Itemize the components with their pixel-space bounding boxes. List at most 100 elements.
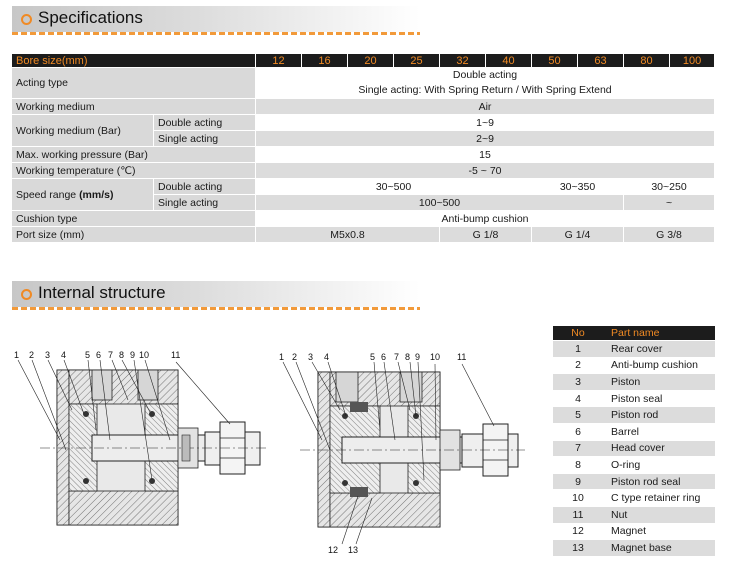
double-acting-label: Double acting <box>154 115 257 131</box>
callout-label: 9 <box>415 352 420 362</box>
cushion-label: Cushion type <box>12 211 257 227</box>
part-name-header: Part name <box>603 326 715 341</box>
bore-cell: 25 <box>394 54 441 68</box>
callout-label: 5 <box>85 350 90 360</box>
part-no: 2 <box>553 358 603 375</box>
callout-label: 6 <box>381 352 386 362</box>
part-no: 1 <box>553 341 603 358</box>
internal-structure-title: Internal structure <box>38 283 166 302</box>
seal <box>413 480 419 486</box>
bore-cell: 50 <box>532 54 579 68</box>
table-row: Acting type Double acting Single acting:… <box>12 68 716 99</box>
callout-label: 3 <box>308 352 313 362</box>
part-no: 8 <box>553 457 603 474</box>
seal <box>83 478 89 484</box>
part-no: 10 <box>553 490 603 507</box>
specifications-banner: Specifications <box>12 6 420 32</box>
max-pressure-label: Max. working pressure (Bar) <box>12 147 257 163</box>
part-name: Piston <box>603 374 715 391</box>
speed-range-text: Speed range <box>16 188 77 201</box>
part-no: 13 <box>553 540 603 557</box>
callout-label: 11 <box>171 350 180 360</box>
part-no: 5 <box>553 407 603 424</box>
left-cylinder-drawing <box>40 369 266 526</box>
table-row: Single acting 100~500 ~ <box>12 195 716 211</box>
parts-header-row: No Part name <box>553 326 715 341</box>
bullet-icon <box>21 289 32 300</box>
callout-label: 8 <box>119 350 124 360</box>
bore-cell: 63 <box>578 54 625 68</box>
seal <box>149 478 155 484</box>
rear-cover <box>56 369 70 526</box>
magnet <box>350 487 368 497</box>
callout-label: 6 <box>96 350 101 360</box>
part-name: Barrel <box>603 424 715 441</box>
left-callouts <box>17 359 231 481</box>
no-header: No <box>553 326 603 341</box>
port-left <box>335 371 359 403</box>
section-divider <box>12 307 420 310</box>
port-left <box>91 369 113 401</box>
port-size-label: Port size (mm) <box>12 227 257 243</box>
callout-label: 10 <box>430 352 440 362</box>
bore-cell: 40 <box>486 54 533 68</box>
port-size-d: G 3/8 <box>624 227 716 243</box>
specifications-table: Bore size(mm) 12 16 20 25 32 40 50 63 80… <box>12 54 716 243</box>
table-row: Port size (mm) M5x0.8 G 1/8 G 1/4 G 3/8 <box>12 227 716 243</box>
barrel-top <box>68 369 179 405</box>
temperature-value: -5 ~ 70 <box>256 163 716 179</box>
callout-label: 9 <box>130 350 135 360</box>
callout-label: 7 <box>108 350 113 360</box>
max-pressure-value: 15 <box>256 147 716 163</box>
seal <box>342 413 348 419</box>
speed-double-b: 30~350 <box>532 179 625 195</box>
callout-label: 7 <box>394 352 399 362</box>
callout-label: 5 <box>370 352 375 362</box>
part-no: 7 <box>553 440 603 458</box>
acting-type-label: Acting type <box>12 68 257 99</box>
part-name: Magnet <box>603 524 715 541</box>
callout-label: 4 <box>61 350 66 360</box>
working-medium-bar-label: Working medium (Bar) <box>12 115 154 147</box>
single-acting-label: Single acting <box>154 131 257 147</box>
temperature-label: Working temperature (℃) <box>12 163 257 179</box>
table-row: Working medium (Bar) Double acting 1~9 <box>12 115 716 147</box>
part-no: 12 <box>553 524 603 541</box>
speed-double-c: 30~250 <box>624 179 716 195</box>
table-row: Single acting 2~9 <box>12 131 716 147</box>
single-acting-label: Single acting <box>154 195 257 211</box>
part-no: 6 <box>553 424 603 441</box>
working-medium-value: Air <box>256 99 716 115</box>
seal <box>342 480 348 486</box>
bore-cell: 100 <box>670 54 716 68</box>
section-divider <box>12 32 420 35</box>
callout-label: 8 <box>405 352 410 362</box>
part-name: Rear cover <box>603 341 715 358</box>
bore-cell: 80 <box>624 54 671 68</box>
bullet-icon <box>21 14 32 25</box>
port-size-a: M5x0.8 <box>256 227 441 243</box>
part-name: Anti-bump cushion <box>603 358 715 375</box>
magnet <box>350 402 368 412</box>
barrel-bottom <box>68 490 179 526</box>
seal <box>149 411 155 417</box>
part-name: O-ring <box>603 457 715 474</box>
table-header-row: Bore size(mm) 12 16 20 25 32 40 50 63 80… <box>12 54 716 68</box>
double-acting-pressure: 1~9 <box>256 115 716 131</box>
callout-label: 4 <box>324 352 329 362</box>
barrel-bottom <box>329 492 441 528</box>
callout-label: 1 <box>279 352 284 362</box>
callout-label: 1 <box>14 350 19 360</box>
